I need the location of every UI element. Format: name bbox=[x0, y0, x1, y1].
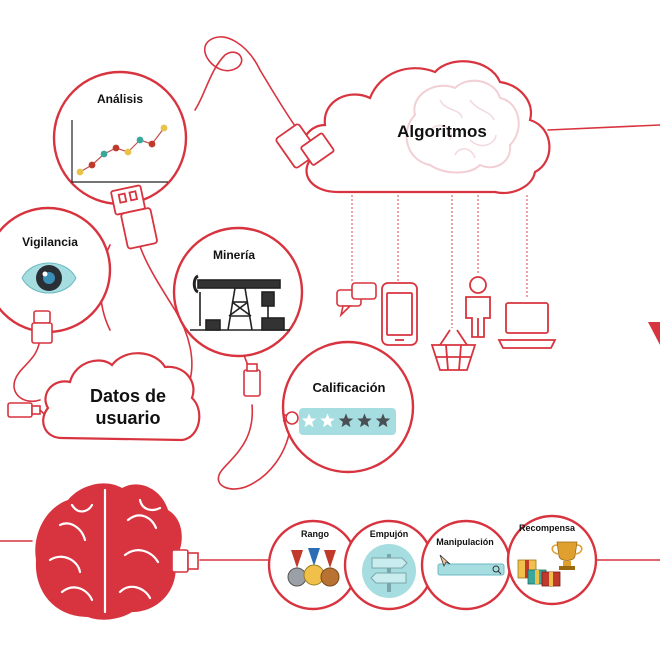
brain-icon bbox=[35, 483, 182, 620]
vigilancia-label: Vigilancia bbox=[22, 235, 78, 249]
rango-label: Rango bbox=[301, 529, 330, 539]
analisis-node: Análisis bbox=[52, 70, 188, 206]
cable-cloud-to-analysis bbox=[194, 36, 306, 141]
recompensa-label: Recompensa bbox=[519, 523, 576, 533]
line-chart-icon bbox=[71, 120, 168, 183]
star-rating-icon bbox=[299, 408, 396, 435]
phone-icon bbox=[381, 282, 418, 346]
mineria-node: Minería bbox=[172, 226, 304, 358]
usb-plug-datos bbox=[7, 402, 41, 418]
star-empty-icon bbox=[375, 413, 391, 428]
datos-label-line1: Datos de bbox=[90, 386, 166, 406]
search-bar-icon bbox=[437, 554, 505, 576]
usb-plug-analisis bbox=[110, 184, 158, 250]
power-plug-calificacion bbox=[282, 411, 299, 425]
datos-cloud: Datos de usuario bbox=[42, 352, 201, 442]
empujon-label: Empujón bbox=[370, 529, 409, 539]
usb-plug-vigilancia bbox=[31, 310, 53, 344]
star-filled-icon bbox=[301, 413, 317, 428]
empujon-node: Empujón bbox=[343, 519, 435, 611]
rating-stars bbox=[301, 413, 391, 428]
cable-vigilancia-to-datos bbox=[13, 334, 41, 402]
star-empty-icon bbox=[357, 413, 372, 428]
rango-node: Rango bbox=[267, 519, 359, 611]
hanging-strings bbox=[351, 195, 528, 328]
shopping-basket-icon bbox=[430, 329, 477, 371]
usb-plug-cloud bbox=[275, 123, 335, 169]
star-empty-icon bbox=[338, 413, 354, 428]
usb-plug-brain bbox=[171, 549, 199, 573]
laptop-icon bbox=[497, 302, 557, 349]
person-icon bbox=[465, 276, 491, 338]
speech-bubbles-icon bbox=[336, 282, 377, 318]
datos-label-line2: usuario bbox=[95, 408, 160, 428]
vigilancia-node: Vigilancia bbox=[0, 206, 112, 334]
trophy-gifts-icon bbox=[517, 541, 583, 587]
signpost-icon bbox=[362, 544, 416, 598]
user-brain bbox=[35, 483, 199, 620]
usb-plug-mineria bbox=[243, 363, 261, 397]
medals-icon bbox=[287, 548, 340, 587]
edge-fragment-shape bbox=[648, 322, 660, 345]
calificacion-node: Calificación bbox=[281, 340, 415, 474]
manipulacion-label: Manipulación bbox=[436, 537, 494, 547]
analisis-label: Análisis bbox=[97, 92, 143, 106]
calificacion-circle bbox=[281, 340, 415, 474]
cable-cloud-right bbox=[547, 124, 660, 131]
algoritmos-label: Algoritmos bbox=[397, 122, 487, 141]
brain-icon bbox=[405, 79, 520, 174]
calificacion-label: Calificación bbox=[313, 380, 386, 395]
mineria-label: Minería bbox=[213, 248, 255, 262]
datos-cloud-outline bbox=[42, 352, 201, 442]
cable-plug-loop bbox=[217, 394, 292, 490]
algoritmos-cloud: Algoritmos bbox=[301, 60, 551, 195]
recompensa-node: Recompensa bbox=[506, 514, 598, 606]
star-filled-icon bbox=[320, 413, 335, 428]
eye-icon bbox=[21, 262, 77, 294]
manipulacion-node: Manipulación bbox=[420, 519, 512, 611]
oil-pump-icon bbox=[190, 274, 290, 331]
